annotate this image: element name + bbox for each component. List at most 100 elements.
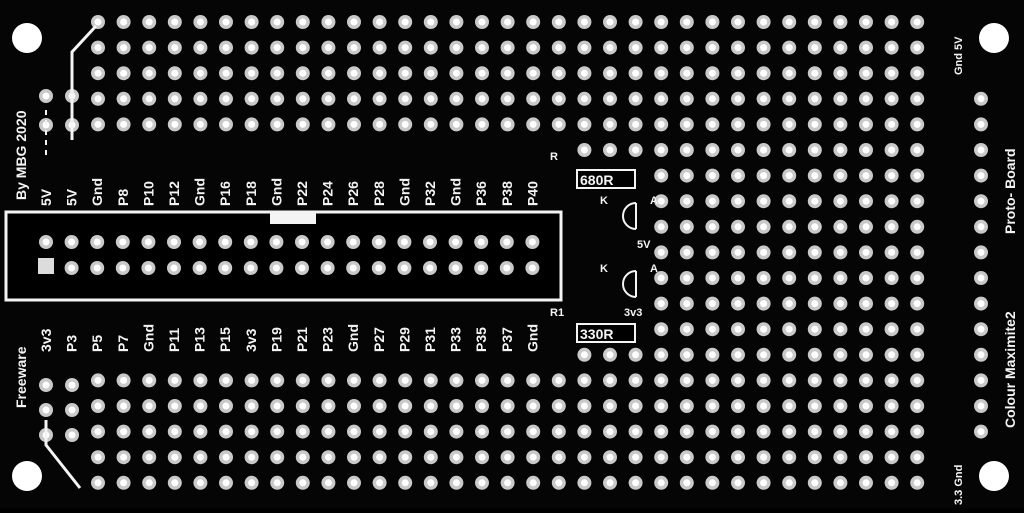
- pad-hole: [452, 69, 460, 77]
- pad-hole: [273, 402, 281, 410]
- pad-hole: [145, 453, 153, 461]
- pad-hole: [94, 18, 102, 26]
- pad-hole: [221, 238, 229, 246]
- pad-hole: [862, 248, 870, 256]
- pad-hole: [144, 238, 152, 246]
- pad-hole: [427, 18, 435, 26]
- pad-hole: [657, 248, 665, 256]
- pad-hole: [657, 351, 665, 359]
- pad-hole: [734, 18, 742, 26]
- pad-hole: [683, 325, 691, 333]
- pad-hole: [94, 376, 102, 384]
- pad-hole: [811, 18, 819, 26]
- pad-hole: [504, 453, 512, 461]
- silk-trace-bottom-left: [44, 420, 82, 489]
- pad-hole: [836, 376, 844, 384]
- pad-hole: [888, 479, 896, 487]
- pad-hole: [862, 402, 870, 410]
- header-pin-label: Gnd: [192, 178, 208, 206]
- pad-hole: [145, 44, 153, 52]
- pad-hole: [427, 376, 435, 384]
- rail-bottom-right-label: 3.3 Gnd: [953, 465, 965, 505]
- pad-hole: [400, 238, 408, 246]
- gpio-header-outline: [4, 210, 563, 302]
- pad-hole: [811, 453, 819, 461]
- pad-hole: [324, 238, 332, 246]
- pad-hole: [196, 69, 204, 77]
- pad-hole: [657, 300, 665, 308]
- pad-hole: [350, 402, 358, 410]
- pad-hole: [580, 44, 588, 52]
- pad-hole: [452, 95, 460, 103]
- pad-hole: [555, 69, 563, 77]
- pad-hole: [785, 325, 793, 333]
- pad-hole: [478, 120, 486, 128]
- pad-hole: [708, 172, 716, 180]
- pad-hole: [888, 120, 896, 128]
- pad-hole: [657, 223, 665, 231]
- pad-hole: [836, 120, 844, 128]
- pad-hole: [350, 453, 358, 461]
- pad-hole: [657, 197, 665, 205]
- pad-hole: [452, 238, 460, 246]
- pad-hole: [144, 264, 152, 272]
- header-pin-label: P13: [192, 327, 208, 352]
- pad-hole: [529, 376, 537, 384]
- pad-hole: [120, 428, 128, 436]
- pad-hole: [580, 453, 588, 461]
- pad-hole: [785, 18, 793, 26]
- pad-hole: [760, 18, 768, 26]
- pad-hole: [171, 44, 179, 52]
- pad-hole: [708, 69, 716, 77]
- pad-hole: [299, 120, 307, 128]
- pad-hole: [196, 120, 204, 128]
- pad-hole: [811, 274, 819, 282]
- header-pin-label: P15: [217, 327, 233, 352]
- pad-hole: [324, 428, 332, 436]
- pad-hole: [171, 428, 179, 436]
- pad-hole: [196, 479, 204, 487]
- pad-hole: [580, 69, 588, 77]
- resistor-330-label: 330R: [580, 326, 613, 342]
- resistor-bottom-ref: R1: [550, 307, 564, 319]
- pad-hole: [811, 69, 819, 77]
- pad-hole: [222, 44, 230, 52]
- pad-hole: [683, 402, 691, 410]
- pad-hole: [606, 69, 614, 77]
- product-line2-label: Colour Maximite2: [1002, 311, 1018, 428]
- pad-hole: [606, 44, 614, 52]
- pad-hole: [913, 146, 921, 154]
- pad-hole: [349, 238, 357, 246]
- pad-hole: [376, 428, 384, 436]
- resistor-top-ref: R: [550, 151, 558, 163]
- pad-hole: [94, 479, 102, 487]
- pad-hole: [760, 428, 768, 436]
- pad-hole: [913, 172, 921, 180]
- pad-hole: [529, 479, 537, 487]
- pad-hole: [977, 197, 985, 205]
- pad-grid: [39, 15, 988, 490]
- pad-hole: [273, 95, 281, 103]
- pad-hole: [862, 69, 870, 77]
- pad-hole: [734, 325, 742, 333]
- pad-hole: [324, 44, 332, 52]
- pad-hole: [913, 325, 921, 333]
- pad-hole: [529, 402, 537, 410]
- led1-k-label: K: [600, 195, 608, 207]
- pad-hole: [708, 274, 716, 282]
- pad-hole: [478, 428, 486, 436]
- pad-hole: [734, 146, 742, 154]
- header-pin-label: P22: [294, 181, 310, 206]
- pad-hole: [862, 479, 870, 487]
- pad-hole: [298, 264, 306, 272]
- pad-hole: [299, 18, 307, 26]
- pad-hole: [811, 223, 819, 231]
- pad-hole: [862, 274, 870, 282]
- pad-hole: [888, 18, 896, 26]
- pad-hole: [504, 120, 512, 128]
- pad-hole: [734, 248, 742, 256]
- pad-hole: [273, 44, 281, 52]
- pad-hole: [606, 95, 614, 103]
- pad-hole: [94, 69, 102, 77]
